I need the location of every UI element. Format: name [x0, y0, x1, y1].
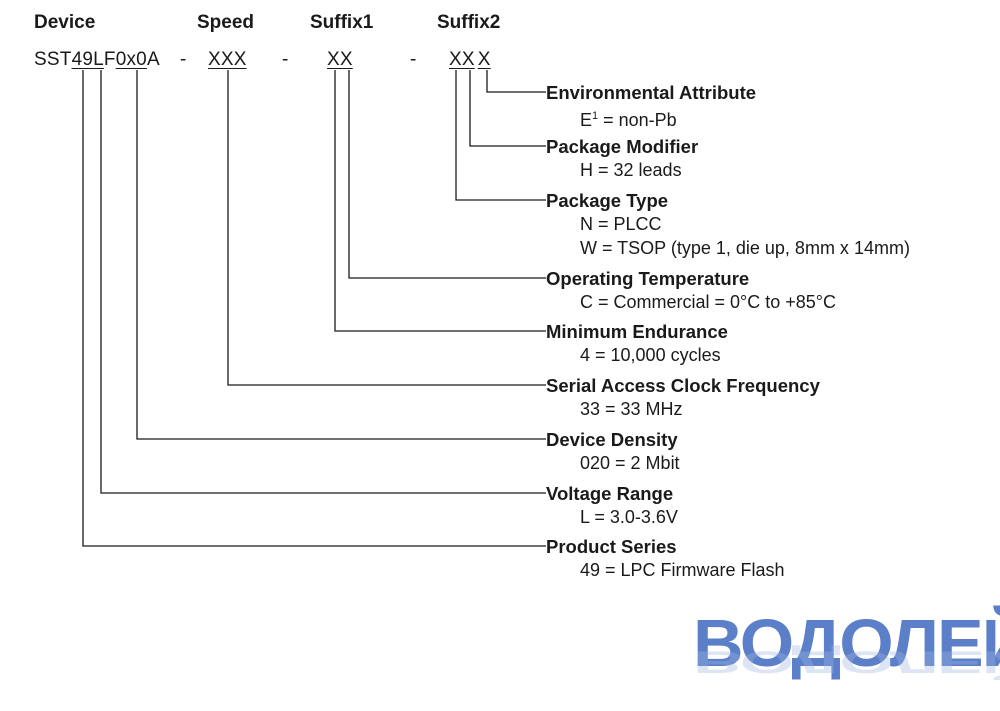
- pn-voltage: L: [93, 49, 104, 70]
- attr-title: Minimum Endurance: [546, 321, 728, 342]
- attr-endurance: Minimum Endurance 4 = 10,000 cycles: [546, 321, 728, 367]
- line-package-type: [455, 70, 546, 201]
- part-number: SST49LF0x0A: [34, 49, 160, 71]
- attr-value: L = 3.0-3.6V: [580, 507, 678, 527]
- attr-title: Environmental Attribute: [546, 82, 757, 103]
- pn-suffix1-code: XX: [327, 49, 353, 70]
- pn-f: F: [103, 49, 116, 70]
- attr-value: N = PLCC: [580, 214, 662, 234]
- pn-density: 0x0: [115, 49, 147, 70]
- pn-dash-3: -: [410, 49, 417, 70]
- attr-value: W = TSOP (type 1, die up, 8mm x 14mm): [580, 238, 910, 258]
- pn-suffix1: XX: [327, 49, 353, 71]
- line-environmental: [486, 70, 546, 93]
- attr-title: Serial Access Clock Frequency: [546, 375, 820, 396]
- pn-dash-1: -: [180, 49, 187, 70]
- attr-title: Operating Temperature: [546, 268, 750, 289]
- pn-speed-code: XXX: [208, 49, 247, 70]
- attr-package-modifier: Package Modifier H = 32 leads: [546, 136, 698, 182]
- line-clock-frequency: [227, 70, 546, 386]
- attr-value: C = Commercial = 0°C to +85°C: [580, 292, 836, 312]
- pn-series: 49: [71, 49, 94, 70]
- line-density: [136, 70, 546, 440]
- attr-voltage: Voltage Range L = 3.0-3.6V: [546, 483, 678, 529]
- attr-title: Voltage Range: [546, 483, 674, 504]
- pn-speed: XXX: [208, 49, 247, 71]
- attr-operating-temp: Operating Temperature C = Commercial = 0…: [546, 268, 836, 314]
- pn-prefix: SST: [34, 49, 72, 70]
- header-speed: Speed: [197, 12, 255, 33]
- line-package-modifier: [469, 70, 546, 147]
- attr-title: Device Density: [546, 429, 678, 450]
- attr-value: 4 = 10,000 cycles: [580, 345, 721, 365]
- attr-clock-frequency: Serial Access Clock Frequency 33 = 33 MH…: [546, 375, 820, 421]
- attr-value: E1 = non-Pb: [580, 110, 677, 130]
- attr-density: Device Density 020 = 2 Mbit: [546, 429, 680, 475]
- attr-title: Package Type: [546, 190, 669, 211]
- line-operating-temp: [348, 70, 546, 279]
- attr-environmental: Environmental Attribute E1 = non-Pb: [546, 82, 756, 132]
- attr-value: 49 = LPC Firmware Flash: [580, 560, 785, 580]
- line-endurance: [334, 70, 546, 332]
- pn-suffix2-pkg: XX: [449, 49, 475, 70]
- pn-a: A: [146, 49, 160, 70]
- attr-title: Product Series: [546, 536, 677, 557]
- attr-value: 020 = 2 Mbit: [580, 453, 680, 473]
- line-voltage: [100, 70, 546, 494]
- pn-suffix2-env: X: [477, 49, 491, 70]
- attr-value: 33 = 33 MHz: [580, 399, 683, 419]
- attr-title: Package Modifier: [546, 136, 699, 157]
- pn-dash-2: -: [282, 49, 289, 70]
- header-suffix1: Suffix1: [310, 12, 374, 33]
- attr-package-type: Package Type N = PLCC W = TSOP (type 1, …: [546, 190, 910, 260]
- watermark-logo: ВОДОЛЕЙ: [693, 605, 1000, 681]
- attr-product-series: Product Series 49 = LPC Firmware Flash: [546, 536, 785, 582]
- header-suffix2: Suffix2: [437, 12, 501, 33]
- line-product-series: [82, 70, 546, 547]
- watermark-logo-reflection: ВОДОЛЕЙ: [693, 644, 1000, 680]
- attr-value: H = 32 leads: [580, 160, 682, 180]
- header-device: Device: [34, 12, 96, 33]
